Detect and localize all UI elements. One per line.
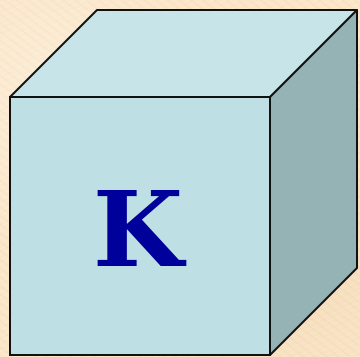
block-letter: K: [93, 168, 187, 291]
